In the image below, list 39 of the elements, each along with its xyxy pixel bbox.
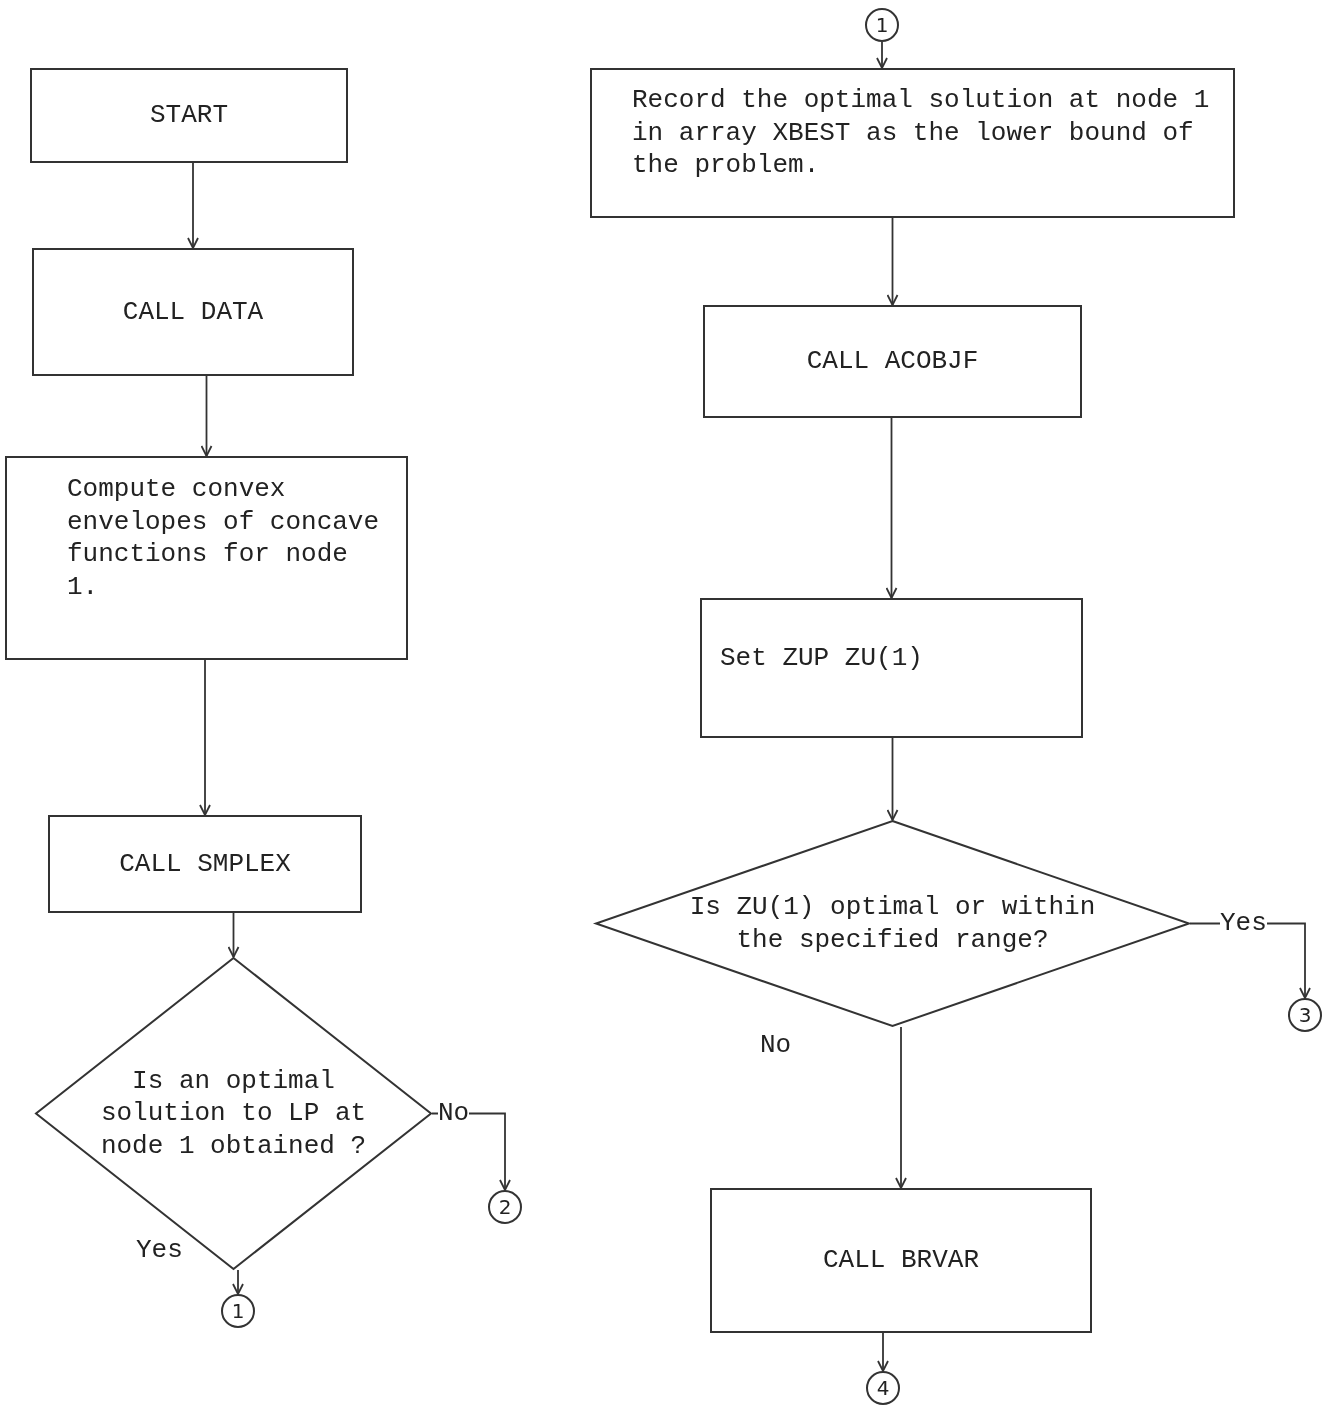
- decision-text: Is ZU(1) optimal or within the specified range?: [688, 891, 1097, 956]
- process-box: [590, 68, 1235, 218]
- connector-circle: [866, 1371, 900, 1405]
- connector-number: 1: [231, 1298, 245, 1324]
- process-box: [710, 1188, 1092, 1333]
- connector-circle: [221, 1294, 255, 1328]
- arrow: [886, 217, 899, 306]
- step-text: CALL DATA: [122, 295, 264, 329]
- connector-circle: [1288, 998, 1322, 1032]
- arrow: [199, 659, 211, 816]
- step-text: CALL ACOBJF: [806, 345, 979, 378]
- step-text: Compute convex envelopes of concave functions for node 1.: [67, 473, 381, 603]
- connector-number: 4: [876, 1375, 890, 1401]
- step-text: CALL SMPLEX: [119, 847, 291, 881]
- decision-text: Is an optimal solution to LP at node 1 obtained ?: [99, 1064, 368, 1163]
- process-box: [48, 815, 362, 913]
- process-box: [30, 68, 348, 163]
- arrow: [187, 162, 199, 249]
- arrow: [877, 1332, 889, 1372]
- connector-number: 2: [498, 1194, 512, 1220]
- step-text: Set ZUP ZU(1): [720, 641, 923, 675]
- arrow: [227, 912, 240, 958]
- arrow: [232, 1269, 244, 1295]
- connector-circle: [865, 8, 899, 42]
- connector-circle: [488, 1190, 522, 1224]
- arrow: [885, 417, 898, 599]
- step-text: CALL BRVAR: [823, 1244, 979, 1277]
- arrow: [200, 375, 213, 457]
- step-text: Record the optimal solution at node 1 in array XBEST as the lower bound of the problem.: [632, 84, 1211, 182]
- process-box: [32, 248, 354, 376]
- step-text: START: [150, 99, 228, 132]
- connector-number: 1: [875, 12, 889, 38]
- process-box: [700, 598, 1083, 738]
- arrow: [886, 737, 899, 821]
- process-box: [703, 305, 1082, 418]
- arrow: [895, 1026, 907, 1189]
- arrow: [876, 41, 888, 69]
- connector-number: 3: [1298, 1002, 1312, 1028]
- process-box: [5, 456, 408, 660]
